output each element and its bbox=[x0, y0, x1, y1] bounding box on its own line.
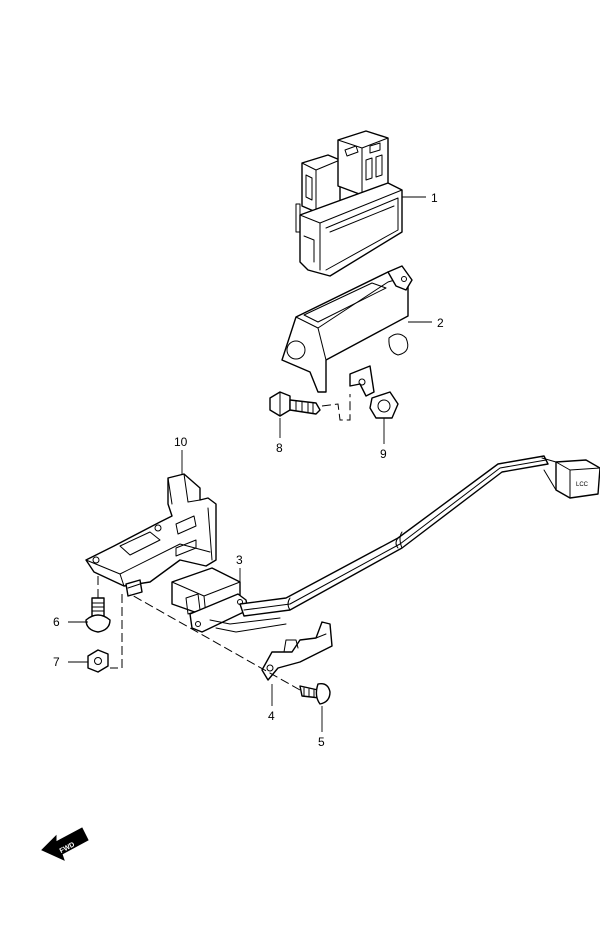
callout-1: 1 bbox=[431, 191, 438, 205]
screw-5 bbox=[299, 682, 331, 705]
callout-8: 8 bbox=[276, 441, 283, 455]
switch-3 bbox=[125, 567, 249, 633]
callout-7: 7 bbox=[53, 655, 60, 669]
callout-2: 2 bbox=[437, 316, 444, 330]
bolt-6 bbox=[85, 597, 111, 633]
grommet-9 bbox=[369, 391, 399, 419]
callout-9: 9 bbox=[380, 447, 387, 461]
rectifier-module bbox=[295, 130, 403, 277]
clamp-plate-4 bbox=[261, 621, 333, 681]
leader-lines bbox=[68, 196, 432, 732]
nut-7 bbox=[87, 649, 109, 673]
callout-10: 10 bbox=[174, 435, 188, 449]
module-holder-bracket bbox=[281, 265, 413, 397]
callout-4: 4 bbox=[268, 709, 275, 723]
bolt-8 bbox=[269, 391, 321, 417]
lower-bracket-10 bbox=[85, 473, 217, 587]
callout-6: 6 bbox=[53, 615, 60, 629]
connector-marking: LCC bbox=[576, 482, 589, 488]
callout-labels: 1 2 3 4 5 6 7 8 9 10 bbox=[53, 191, 444, 749]
callout-5: 5 bbox=[318, 735, 325, 749]
wire-harness: LCC bbox=[209, 455, 600, 633]
fwd-arrow-icon: FWD bbox=[41, 827, 89, 861]
callout-3: 3 bbox=[236, 553, 243, 567]
